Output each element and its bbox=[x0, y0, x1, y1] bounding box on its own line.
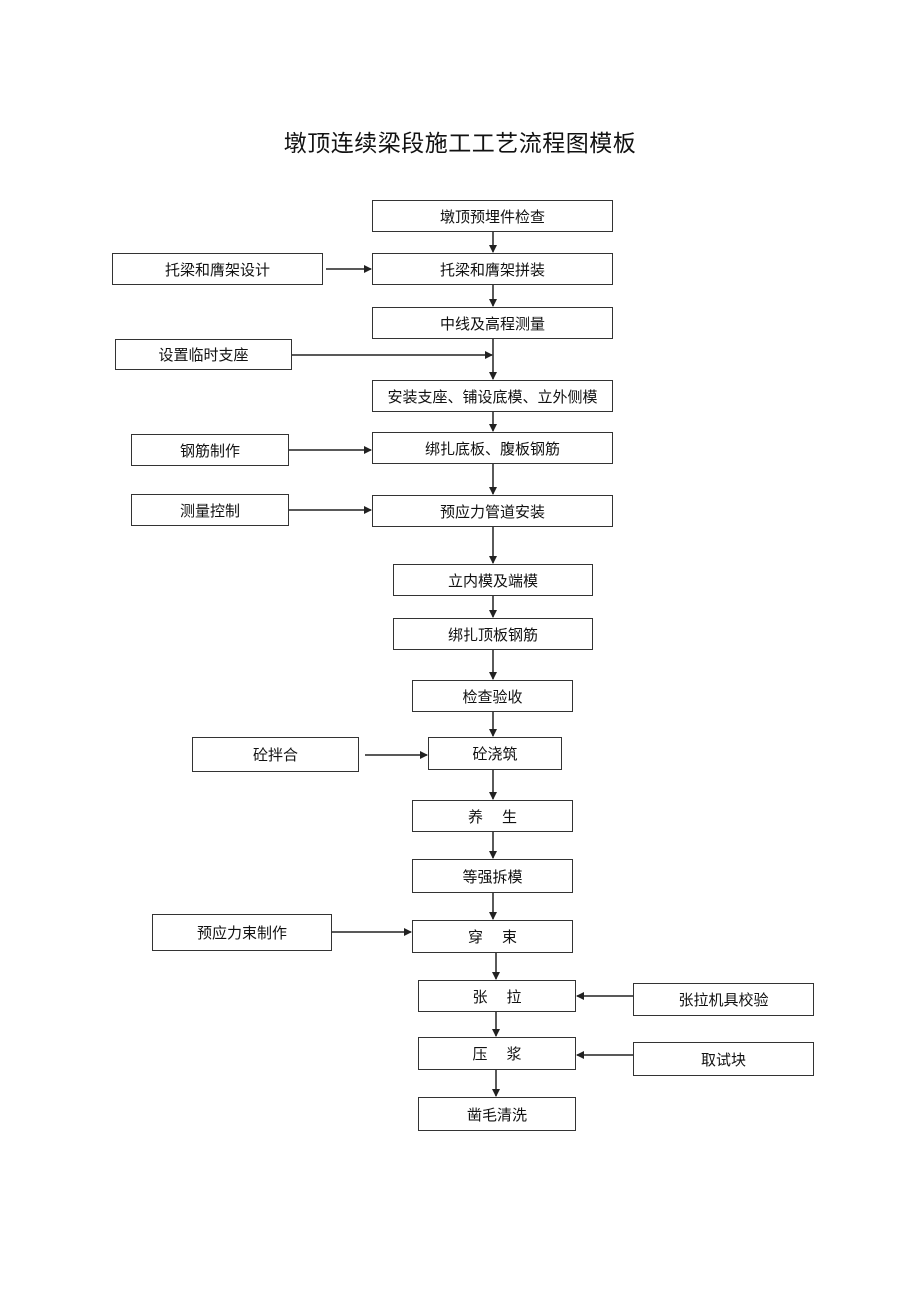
side-test-specimens: 取试块 bbox=[633, 1042, 814, 1076]
step-bottom-web-rebar: 绑扎底板、腹板钢筋 bbox=[372, 432, 613, 464]
step-strength-form-removal: 等强拆模 bbox=[412, 859, 573, 893]
step-concrete-pouring: 砼浇筑 bbox=[428, 737, 562, 770]
step-top-slab-rebar: 绑扎顶板钢筋 bbox=[393, 618, 593, 650]
side-temporary-bearing: 设置临时支座 bbox=[115, 339, 292, 370]
step-inspection-acceptance: 检查验收 bbox=[412, 680, 573, 712]
step-prestress-duct-install: 预应力管道安装 bbox=[372, 495, 613, 527]
step-roughening-cleaning: 凿毛清洗 bbox=[418, 1097, 576, 1131]
page-title: 墩顶连续梁段施工工艺流程图模板 bbox=[283, 131, 637, 157]
step-strand-threading: 穿 束 bbox=[412, 920, 573, 953]
step-beam-scaffold-assembly: 托梁和膺架拼装 bbox=[372, 253, 613, 285]
side-concrete-mixing: 砼拌合 bbox=[192, 737, 359, 772]
side-beam-scaffold-design: 托梁和膺架设计 bbox=[112, 253, 323, 285]
step-tensioning: 张 拉 bbox=[418, 980, 576, 1012]
step-centerline-elevation-survey: 中线及高程测量 bbox=[372, 307, 613, 339]
side-tensioning-equipment-calibration: 张拉机具校验 bbox=[633, 983, 814, 1016]
side-survey-control: 测量控制 bbox=[131, 494, 289, 526]
side-prestress-tendon-fabrication: 预应力束制作 bbox=[152, 914, 332, 951]
step-inner-end-formwork: 立内模及端模 bbox=[393, 564, 593, 596]
step-grouting: 压 浆 bbox=[418, 1037, 576, 1070]
step-install-bearing-formwork: 安装支座、铺设底模、立外侧模 bbox=[372, 380, 613, 412]
side-rebar-fabrication: 钢筋制作 bbox=[131, 434, 289, 466]
step-curing: 养 生 bbox=[412, 800, 573, 832]
step-pier-embedded-parts-check: 墩顶预埋件检查 bbox=[372, 200, 613, 232]
